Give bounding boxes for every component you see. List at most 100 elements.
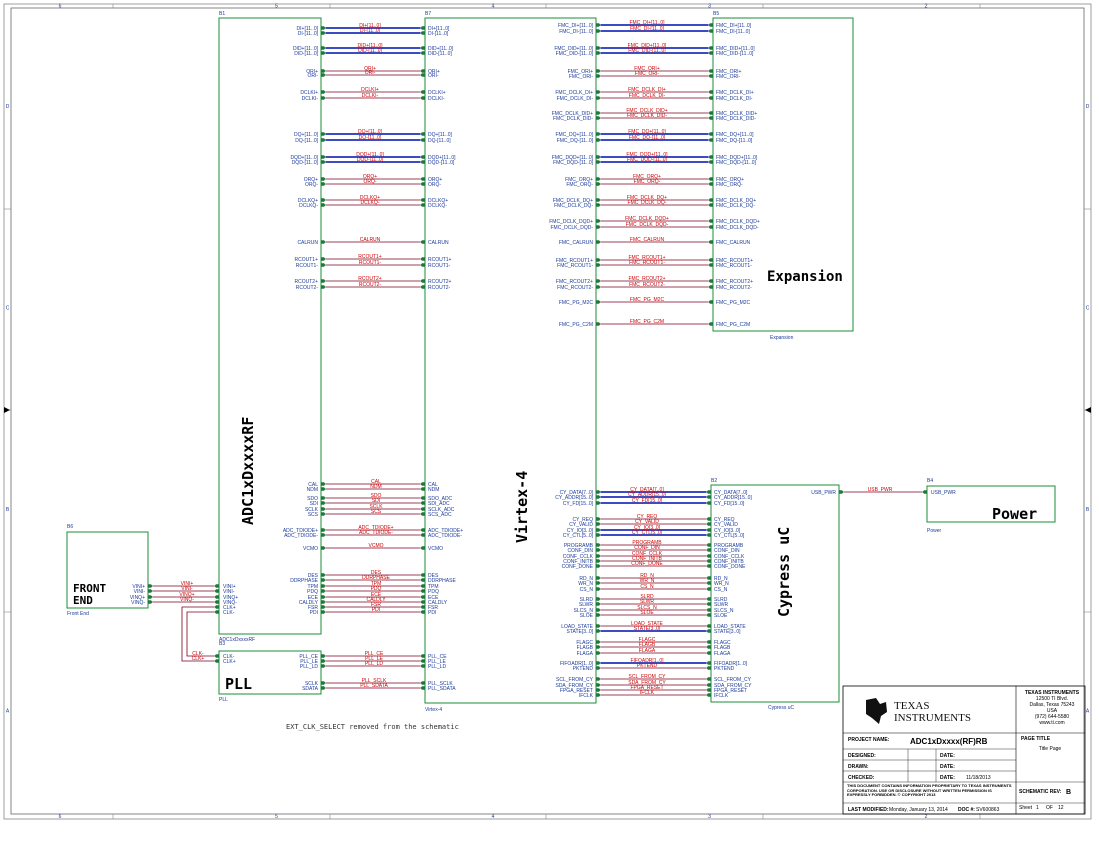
adc-pin-label: ORI+ (306, 69, 318, 75)
zone-row-label-right: C (1086, 306, 1090, 312)
virtex-pin-port (596, 624, 601, 628)
virtex-caption: Virtex-4 (425, 707, 442, 713)
virtex-pin-label: SCLK_ADC (428, 507, 455, 513)
net-label: FMC_DQ-[11..0] (629, 135, 666, 141)
virtex-pin-port (420, 589, 425, 593)
virtex-pin-port (420, 155, 425, 159)
virtex-pin-label: PLL_SCLK (428, 681, 453, 687)
zone-col-label-bottom: 4 (492, 814, 495, 820)
virtex-pin-label: ADC_TDIODE+ (428, 528, 463, 534)
virtex-pin-label: LOAD_STATE (561, 624, 593, 630)
net-label: IFCLK (640, 690, 655, 696)
virtex-pin-port (596, 559, 601, 563)
net-label: PDI (372, 607, 380, 613)
adc-pin-port (321, 279, 326, 283)
adc-block[interactable] (218, 17, 322, 635)
net-label: SLRD (640, 594, 654, 600)
virtex-pin-label: DQ-[11..0] (428, 138, 451, 144)
expansion-pin-label: FMC_RCOUT1- (716, 263, 752, 269)
net-label: FMC_DCLK_DID+ (626, 108, 667, 114)
net-label: STATE[3..0] (634, 626, 661, 632)
expansion-pin-label: FMC_DI+[11..0] (716, 23, 752, 29)
net-label: FMC_PG_C2M (630, 319, 664, 325)
designed-date-label: DATE: (940, 753, 955, 759)
net-label: SLOE (640, 610, 654, 616)
virtex-pin-label: FMC_DCLK_DI+ (555, 90, 593, 96)
virtex-pin-label: SLWR (579, 602, 593, 608)
virtex-pin-label: FMC_ORI+ (568, 69, 594, 75)
virtex-pin-port (420, 96, 425, 100)
virtex-pin-port (420, 512, 425, 516)
cypress-pin-port (706, 528, 711, 532)
virtex-pin-port (596, 90, 601, 94)
adc-pin-label: VINQ+ (223, 595, 238, 601)
virtex-pin-label: PLL_CE (428, 654, 447, 660)
cypress-block[interactable] (710, 484, 840, 703)
net-label: CONF_DONE (631, 561, 663, 567)
adc-pin-label: CLK+ (223, 605, 236, 611)
net-label: RCOUT2- (359, 282, 382, 288)
expansion-pin-port (708, 96, 713, 100)
zone-row-label-left: D (6, 104, 10, 110)
pll-block[interactable] (218, 650, 322, 695)
expansion-block[interactable] (712, 17, 854, 332)
virtex-pin-label: PLL_LD (428, 664, 446, 670)
net-label: SCLK (369, 504, 383, 510)
cypress-pin-port (706, 548, 711, 552)
net-label: FMC_DI-[11..0] (630, 26, 664, 32)
frontend-block[interactable] (66, 531, 149, 609)
expansion-pin-port (708, 240, 713, 244)
cypress-pin-port (706, 624, 711, 628)
cypress-pin-port (706, 661, 711, 665)
pll-pin-port (214, 654, 219, 658)
virtex-pin-port (596, 564, 601, 568)
virtex-pin-label: FLAGC (576, 640, 593, 646)
pll-pin-port (214, 659, 219, 663)
pll-pin-label: SCLK (305, 681, 319, 687)
virtex-pin-label: FMC_DI+[11..0] (558, 23, 594, 29)
checked-label: CHECKED: (848, 775, 875, 781)
virtex-pin-label: SDO_ADC (428, 496, 453, 502)
virtex-pin-port (596, 661, 601, 665)
virtex-pin-port (420, 681, 425, 685)
virtex-pin-label: ORI+ (428, 69, 440, 75)
virtex-block[interactable] (424, 17, 597, 704)
adc-pin-port (321, 512, 326, 516)
expansion-pin-port (708, 177, 713, 181)
net-label: DID-[11..0] (358, 48, 382, 54)
net-label: FMC_DCLK_DID- (627, 113, 667, 119)
net-label: VINQ+ (179, 592, 194, 598)
net-label: SLCS_N (637, 605, 657, 611)
cypress-pin-port (706, 495, 711, 499)
virtex-pin-port (596, 490, 601, 494)
net-label: FMC_DQD-[11..0] (627, 157, 668, 163)
expansion-pin-label: FMC_DCLK_DI- (716, 96, 753, 102)
virtex-pin-port (596, 111, 601, 115)
zone-row-label-right: A (1086, 709, 1090, 715)
net-label: VINI- (181, 586, 193, 592)
power-pin-port (922, 490, 927, 494)
virtex-pin-port (596, 29, 601, 33)
virtex-pin-port (596, 198, 601, 202)
adc-caption: ADC1xDxxxxRF (219, 637, 255, 643)
virtex-pin-label: CONF_INITB (563, 559, 593, 565)
adc-pin-port (321, 198, 326, 202)
net-label: CALDLY (366, 597, 386, 603)
expansion-pin-port (708, 279, 713, 283)
net-label: DCLKI+ (361, 87, 379, 93)
net-label: VINQ- (180, 597, 194, 603)
virtex-pin-label: CY_DATA[7..0] (560, 490, 594, 496)
cypress-pin-label: CY_VALID (714, 522, 738, 528)
adc-pin-port (214, 584, 219, 588)
expansion-pin-label: FMC_DCLK_DID- (716, 116, 756, 122)
adc-pin-label: ADC_TDIODE- (284, 533, 318, 539)
virtex-pin-label: DQ+[11..0] (428, 132, 453, 138)
expansion-pin-label: FMC_ORI+ (716, 69, 742, 75)
pll-pin-port (321, 686, 326, 690)
cypress-pin-label: SLCS_N (714, 608, 734, 614)
power-block[interactable] (926, 485, 1056, 523)
frontend-pin-label: VINQ- (131, 600, 145, 606)
adc-pin-label: DI-[11..0] (298, 31, 319, 37)
power-caption: Power (927, 528, 942, 534)
virtex-pin-port (596, 554, 601, 558)
